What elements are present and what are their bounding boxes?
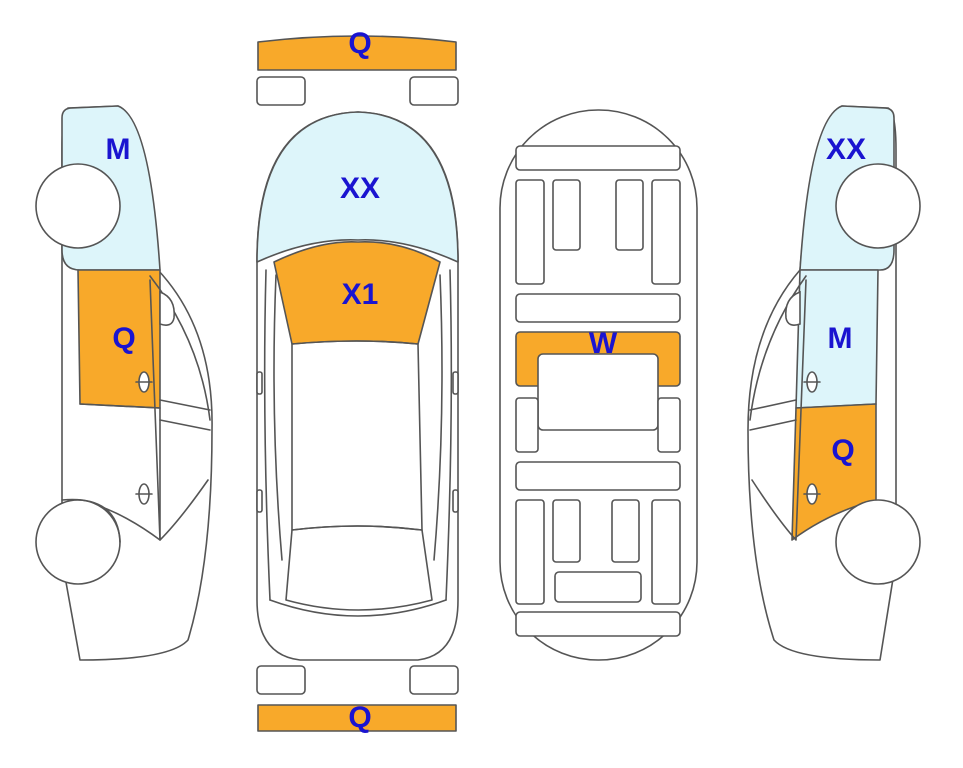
left-front-fender-label: M <box>106 133 131 166</box>
car-left-side-view: M Q <box>35 105 213 661</box>
left-rear-wheel-arch <box>61 498 121 543</box>
rear-left-light <box>256 665 306 695</box>
right-mirror-shape <box>784 290 801 326</box>
roof-panel-label: W <box>589 327 618 360</box>
left-rear-wheel <box>35 499 121 585</box>
car-underside-view: W <box>499 109 698 661</box>
left-door-handle-rear <box>135 483 153 505</box>
underside-right-rail-rear <box>651 499 681 605</box>
left-mirror-shape <box>159 290 176 326</box>
hood-panel[interactable] <box>256 111 459 263</box>
right-door-handle-rear <box>803 483 821 505</box>
trunk-outline <box>269 599 447 617</box>
rear-bumper-panel[interactable] <box>257 704 457 732</box>
left-rear-handle <box>256 489 263 513</box>
underside-rear-bar <box>515 611 681 637</box>
right-front-door-label: M <box>828 322 853 355</box>
sunroof-outline <box>537 353 659 431</box>
underside-cross-bar-1 <box>515 293 681 323</box>
right-side-lines <box>433 269 453 601</box>
underside-right-pocket-rear <box>611 499 640 563</box>
front-bumper-label: Q <box>348 27 371 60</box>
front-right-headlight <box>409 76 459 106</box>
right-door-handle-front <box>803 371 821 393</box>
right-rear-door-label: Q <box>831 434 854 467</box>
right-front-wheel <box>835 163 921 249</box>
underside-left-pocket-front <box>552 179 581 251</box>
rear-right-light <box>409 665 459 695</box>
underside-left-mid <box>515 397 539 453</box>
underside-right-pocket-front <box>615 179 644 251</box>
underside-rear-box <box>554 571 642 603</box>
left-front-wheel <box>35 163 121 249</box>
top-roof-outline <box>291 340 423 531</box>
rear-window-outline <box>285 525 433 611</box>
underside-cross-bar-2 <box>515 461 681 491</box>
right-rear-wheel <box>835 499 921 585</box>
left-window-lines <box>149 275 211 541</box>
car-top-view: Q XX X1 Q <box>256 27 459 734</box>
windshield-label: X1 <box>342 278 379 311</box>
left-side-lines <box>263 269 283 601</box>
right-rear-handle <box>452 489 459 513</box>
car-right-side-view: XX M Q <box>747 105 921 661</box>
left-front-door-label: Q <box>112 322 135 355</box>
front-bumper-panel[interactable] <box>257 35 457 71</box>
left-mirror <box>256 371 263 395</box>
right-front-fender-label: XX <box>826 133 866 166</box>
right-window-lines <box>749 275 807 541</box>
underside-left-pocket-rear <box>552 499 581 563</box>
front-left-headlight <box>256 76 306 106</box>
underside-right-rail-front <box>651 179 681 285</box>
underside-right-mid <box>657 397 681 453</box>
underside-left-rail-rear <box>515 499 545 605</box>
rear-bumper-label: Q <box>348 701 371 734</box>
hood-label: XX <box>340 172 380 205</box>
underside-left-rail-front <box>515 179 545 285</box>
left-door-handle-front <box>135 371 153 393</box>
underside-front-bar <box>515 145 681 171</box>
right-mirror <box>452 371 459 395</box>
